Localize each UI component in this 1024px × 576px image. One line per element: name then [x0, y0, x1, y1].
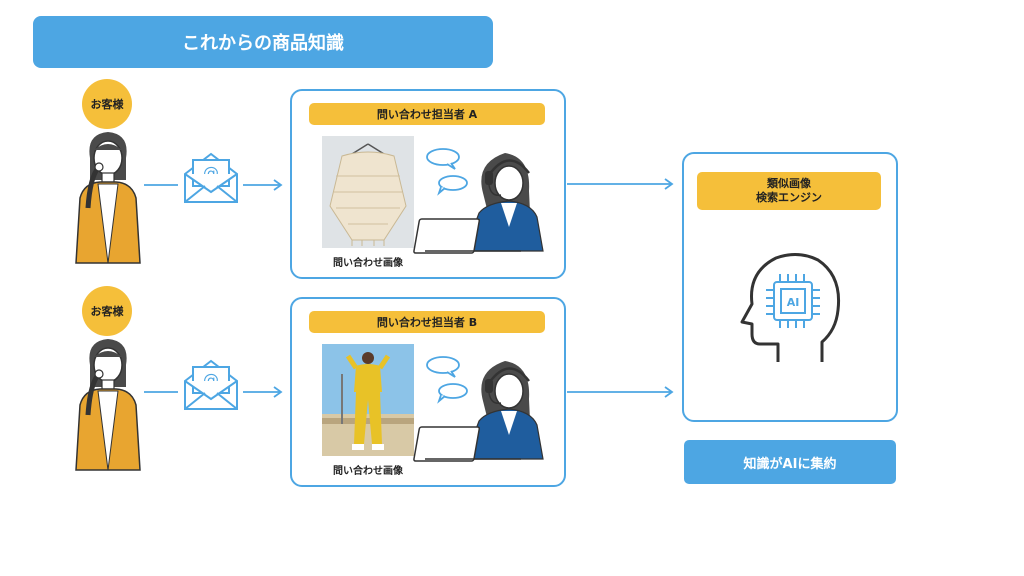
mail-icon: @	[184, 152, 238, 203]
operator-headset-icon	[413, 356, 544, 462]
laptop-icon	[413, 426, 521, 462]
chat-bubble-icon	[426, 356, 468, 404]
customer-icon	[75, 132, 141, 264]
staff-label-a: 問い合わせ担当者 A	[309, 103, 545, 125]
arrow-head-icon	[664, 178, 674, 190]
image-caption-b: 問い合わせ画像	[333, 466, 403, 477]
customer-badge: お客様	[82, 79, 132, 129]
image-caption-a: 問い合わせ画像	[333, 258, 403, 269]
customer-badge: お客様	[82, 286, 132, 336]
yellow-outfit-photo	[322, 344, 414, 456]
page-title: これからの商品知識	[33, 16, 493, 68]
arrow-head-icon	[273, 386, 283, 398]
arrow-head-icon	[273, 179, 283, 191]
arrow-head-icon	[664, 386, 674, 398]
operator-headset-icon	[413, 148, 544, 254]
knit-poncho-photo	[322, 136, 414, 248]
ai-knowledge-bar: 知識がAIに集約	[684, 440, 896, 484]
chat-bubble-icon	[426, 148, 468, 196]
engine-label: 類似画像 検索エンジン	[697, 172, 881, 210]
ai-chip-label: AI	[787, 296, 800, 309]
staff-label-b: 問い合わせ担当者 B	[309, 311, 545, 333]
laptop-icon	[413, 218, 521, 254]
customer-icon	[75, 339, 141, 471]
ai-head-icon: AI	[740, 253, 841, 362]
mail-icon: @	[184, 359, 238, 410]
